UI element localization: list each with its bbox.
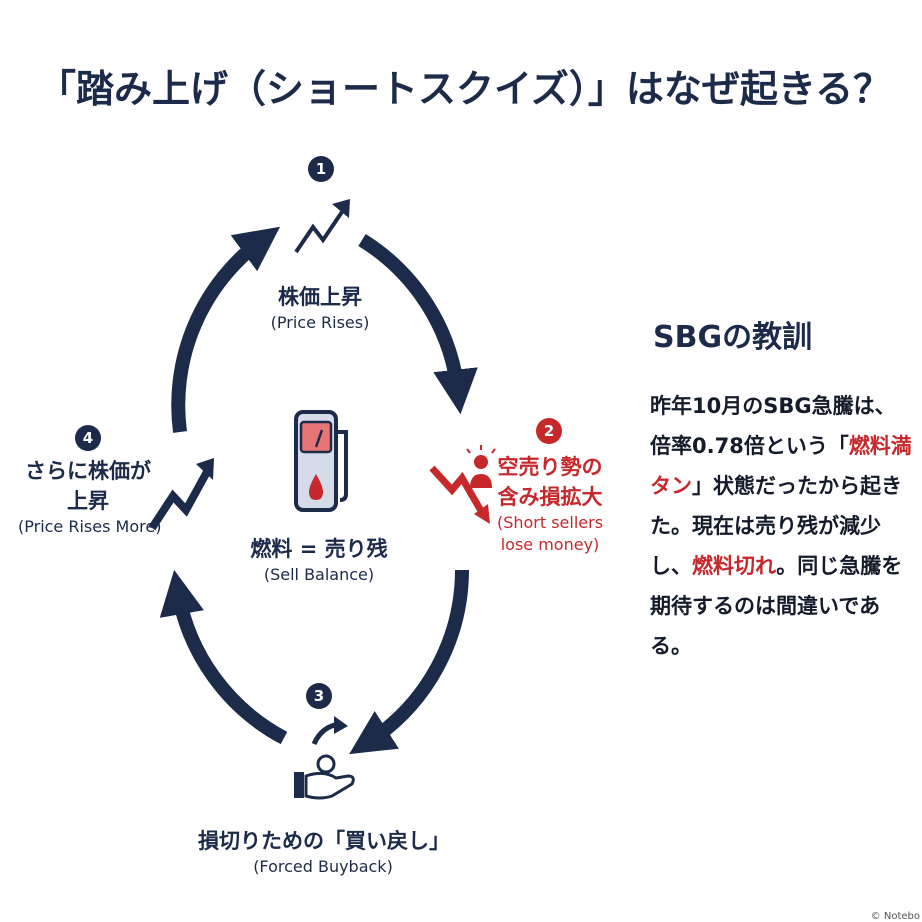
hand-money-icon	[294, 716, 355, 800]
page-title: 「踏み上げ（ショートスクイズ）」はなぜ起きる？	[38, 67, 892, 111]
lesson-title: SBGの教訓	[653, 320, 813, 355]
fuel-pump-icon	[294, 410, 348, 512]
lesson-highlight-out-of-fuel: 燃料切れ	[692, 554, 777, 578]
center-label-jp: 燃料 = 売り残	[250, 537, 388, 561]
trend-up-arrow-left-icon	[148, 458, 214, 531]
lesson-body: 昨年10月のSBG急騰は、倍率0.78倍という「燃料満タン」状態だったから起きた…	[650, 386, 912, 666]
step-1-label-jp: 株価上昇	[278, 285, 362, 309]
step-2-label-en-line1: (Short sellers	[496, 513, 604, 532]
cycle-arrow-1-to-2	[358, 234, 478, 415]
step-2-label-jp-line2: 含み損拡大	[497, 485, 603, 509]
step-4-label: さらに株価が 上昇 (Price Rises More)	[18, 456, 162, 538]
step-4-label-en: (Price Rises More)	[18, 517, 162, 536]
step-4-number: 4	[75, 425, 101, 451]
cycle-arrow-2-to-3	[349, 569, 469, 755]
credit-watermark: © Notebo	[870, 911, 920, 922]
step-3-number: 3	[306, 683, 332, 709]
trend-down-arrow-icon	[429, 465, 490, 524]
stressed-person-icon	[466, 445, 496, 488]
fuel-gauge-icon	[314, 429, 324, 448]
lesson-highlight-full-tank: 燃料満タン	[650, 434, 912, 498]
step-3-label-jp: 損切りための「買い戻し」	[198, 829, 450, 853]
cycle-arrow-3-to-4	[159, 569, 288, 745]
step-2-label-jp-line1: 空売り勢の	[497, 455, 603, 479]
center-label-en: (Sell Balance)	[263, 565, 375, 584]
step-1-label: 株価上昇 (Price Rises)	[255, 282, 385, 334]
step-1-number: 1	[308, 156, 334, 182]
step-2-label-en-line2: lose money)	[500, 535, 600, 554]
lesson-body-part-3: 」状態だったから起きた。現在は売り残が減少し、	[650, 474, 902, 578]
step-3-label: 損切りための「買い戻し」 (Forced Buyback)	[198, 826, 450, 878]
step-1-label-en: (Price Rises)	[270, 313, 370, 332]
step-2-label: 空売り勢の 含み損拡大 (Short sellers lose money)	[488, 452, 612, 556]
step-4-label-jp-line2: 上昇	[67, 489, 109, 513]
cycle-arrow-4-to-1	[171, 226, 281, 433]
trend-up-arrow-icon	[292, 199, 350, 255]
lesson-body-part-1: 昨年10月のSBG急騰は、倍率0.78倍という「	[650, 394, 896, 458]
step-3-label-en: (Forced Buyback)	[253, 857, 393, 876]
lesson-body-part-5: 。同じ急騰を期待するのは間違いである。	[650, 554, 903, 658]
step-4-label-jp-line1: さらに株価が	[25, 459, 151, 483]
step-2-number: 2	[536, 418, 562, 444]
center-label: 燃料 = 売り残 (Sell Balance)	[244, 534, 394, 586]
